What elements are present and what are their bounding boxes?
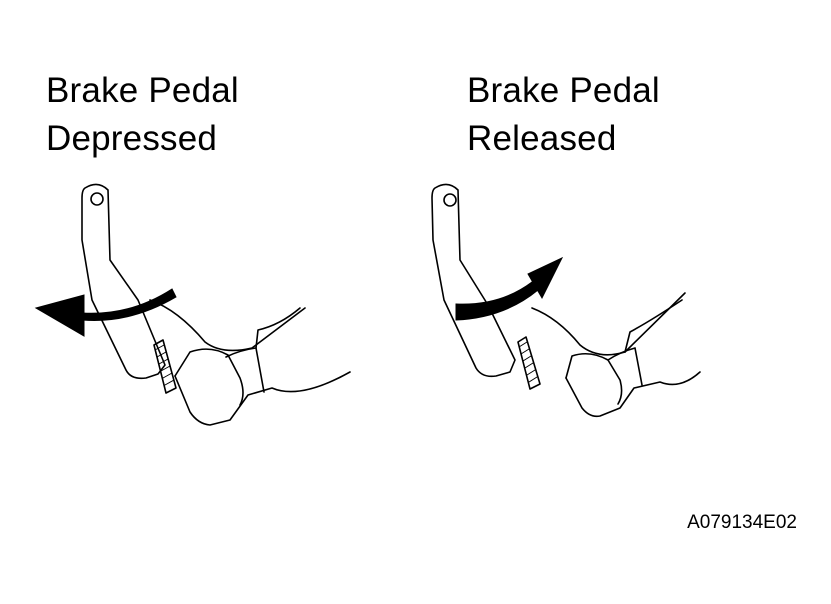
- panel-title: Brake Pedal Depressed: [46, 67, 239, 163]
- pedal-arm: [431, 183, 516, 378]
- shoe-sole: [565, 371, 701, 418]
- pedal-pivot: [90, 192, 104, 206]
- pedal-pivot: [443, 193, 457, 207]
- title-line-1: Brake Pedal: [467, 71, 660, 110]
- ankle-line: [255, 307, 301, 349]
- ankle-line: [624, 299, 683, 353]
- pedal-pad: [153, 339, 177, 394]
- direction-arrow-left: [34, 288, 177, 337]
- shoe: [149, 299, 306, 352]
- shoe-cuff: [607, 347, 643, 386]
- panel-pedal-depressed: Brake Pedal Depressed: [0, 0, 400, 470]
- pedal-pad: [517, 336, 541, 390]
- shoe-sole: [174, 371, 351, 426]
- panel-title: Brake Pedal Released: [467, 67, 660, 163]
- direction-arrow-right: [455, 256, 564, 321]
- pedal-arm: [81, 183, 166, 380]
- title-line-2: Released: [467, 119, 617, 158]
- shoe: [531, 292, 686, 356]
- figure-code: A079134E02: [687, 512, 797, 533]
- shoe-heel: [565, 352, 623, 405]
- shoe-heel: [174, 348, 244, 406]
- pedal-depressed-illustration: [34, 183, 351, 426]
- shoe-cuff: [225, 347, 265, 393]
- title-line-1: Brake Pedal: [46, 71, 239, 110]
- panel-pedal-released: Brake Pedal Released: [420, 0, 820, 470]
- pedal-released-illustration: [431, 183, 701, 418]
- title-line-2: Depressed: [46, 119, 218, 158]
